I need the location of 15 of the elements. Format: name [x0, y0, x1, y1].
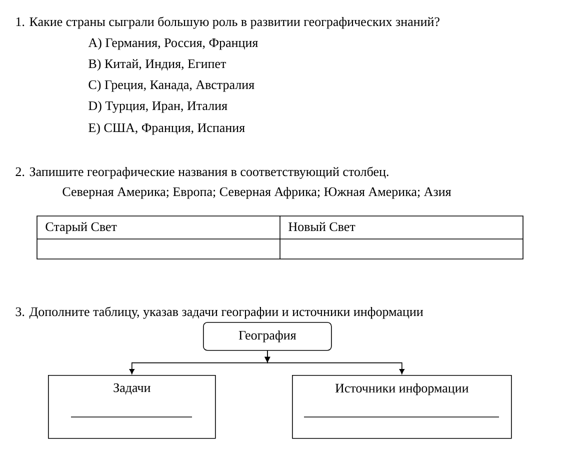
table-cell: Старый Свет: [46, 222, 117, 234]
question-text: 1. Какие страны сыграли большую роль в развитии географических знаний?: [16, 16, 440, 29]
answer-option: C) Греция, Канада, Австралия: [88, 80, 254, 92]
task-box: Задачи: [48, 375, 216, 439]
word-list: Северная Америка; Европа; Северная Африка; Южная Америка; Азия: [62, 186, 452, 199]
question-text: 2. Запишите географические названия в соответствующий столбец.: [16, 166, 388, 179]
heading-box: География: [203, 322, 332, 351]
answer-option: E) США, Франция, Испания: [88, 122, 245, 135]
answer-option: A) Германия, Россия, Франция: [88, 38, 258, 50]
answer-option: D) Турция, Иран, Италия: [88, 100, 228, 113]
table-cell: Новый Свет: [288, 222, 356, 232]
answer-option: B) Китай, Индия, Египет: [88, 58, 226, 71]
arrow: [267, 350, 404, 374]
arrow-head: [264, 356, 270, 363]
task-box: Источники информации: [292, 375, 512, 439]
